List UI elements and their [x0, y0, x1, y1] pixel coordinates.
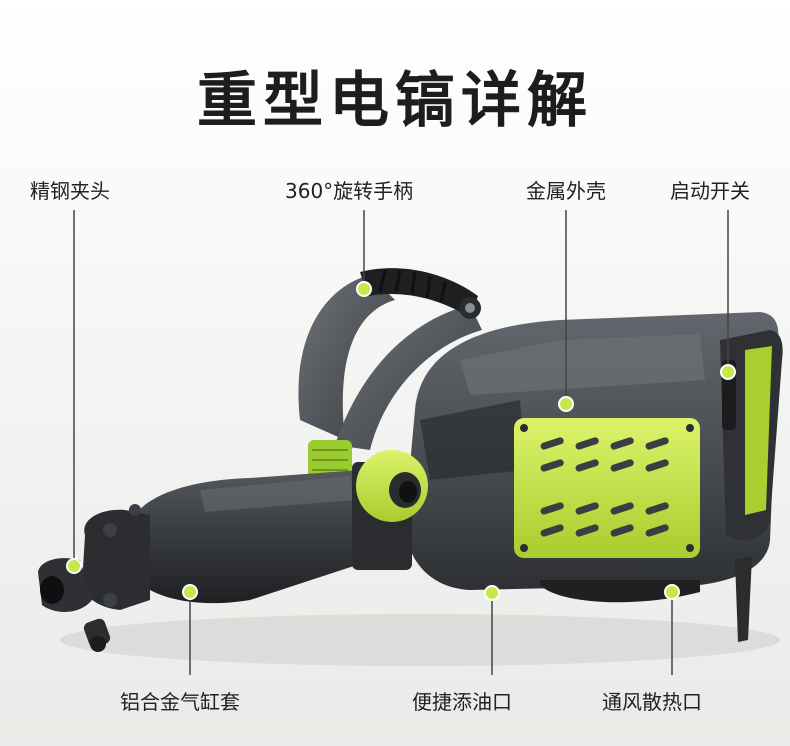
marker-handle [356, 281, 372, 297]
marker-oil-port [484, 585, 500, 601]
oil-cap [356, 450, 428, 522]
vent-panel [514, 418, 700, 558]
side-handle [298, 268, 482, 480]
ground-shadow [60, 614, 780, 666]
label-handle: 360°旋转手柄 [285, 179, 414, 203]
marker-switch [720, 364, 736, 380]
label-housing: 金属外壳 [526, 179, 606, 203]
motor-housing [405, 312, 783, 642]
rear-handle-grip [745, 346, 772, 515]
label-switch: 启动开关 [670, 179, 750, 203]
marker-vent [664, 584, 680, 600]
callout-markers [66, 281, 736, 601]
page-title: 重型电镐详解 [197, 66, 593, 136]
label-chuck: 精钢夹头 [30, 179, 110, 203]
marker-housing [558, 396, 574, 412]
marker-cylinder [182, 584, 198, 600]
cylinder-sleeve [130, 450, 428, 604]
bottom-vent [540, 580, 700, 603]
marker-chuck [66, 558, 82, 574]
steel-chuck [38, 504, 150, 652]
label-vent: 通风散热口 [602, 690, 702, 714]
label-cylinder: 铝合金气缸套 [120, 690, 240, 714]
label-oil-port: 便捷添油口 [412, 690, 512, 714]
leader-lines [73, 210, 729, 675]
